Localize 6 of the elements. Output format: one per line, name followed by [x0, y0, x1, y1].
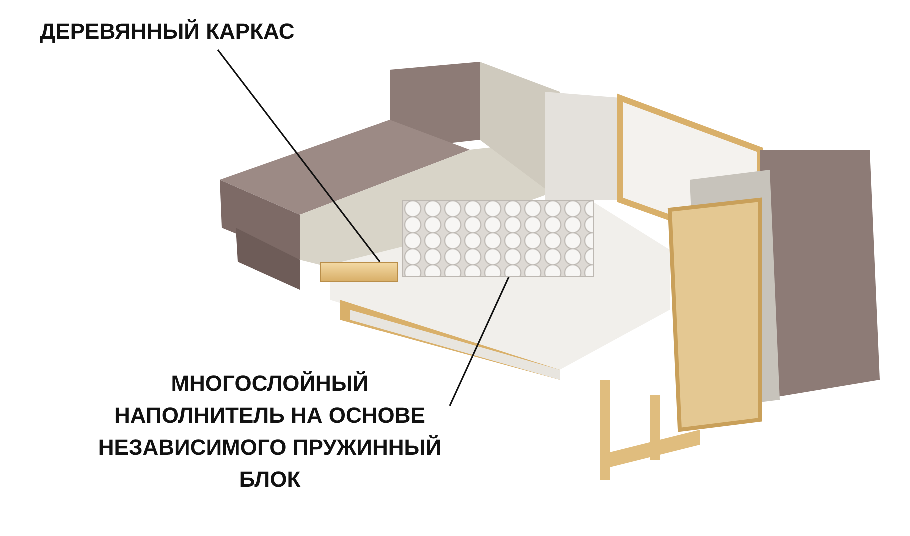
callout-label: ДЕРЕВЯННЫЙ КАРКАС [40, 16, 340, 50]
callout-label: МНОГОСЛОЙНЫЙ НАПОЛНИТЕЛЬ НА ОСНОВЕ НЕЗАВИСИМОГО ПРУЖИННЫЙ БЛОК [90, 368, 450, 518]
leader-line [217, 50, 381, 262]
leader-line [449, 274, 511, 406]
wooden-beam [320, 262, 398, 282]
spring-block [402, 200, 594, 277]
